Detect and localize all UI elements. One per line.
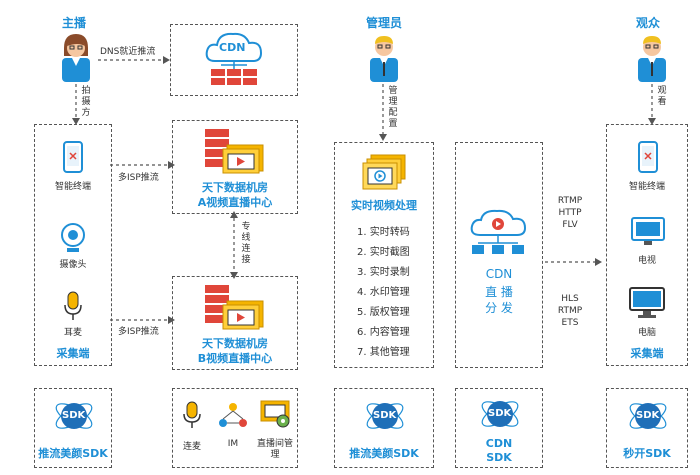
sdk-push-mid-box: SDK 推流美颜SDK xyxy=(334,388,434,468)
playback-box: 智能终端 电视 电脑 采集端 xyxy=(606,124,688,366)
capture-device-2-label: 摄像头 xyxy=(59,260,87,270)
camera-icon xyxy=(61,223,85,252)
capture-device-3-label: 耳麦 xyxy=(63,328,82,338)
cdn-distribution-line1: CDN xyxy=(485,267,513,281)
datacenter-b-line2: B视频直播中心 xyxy=(197,352,273,365)
cdn-distribution-line3: 分 发 xyxy=(485,301,513,315)
sdk-push-left-badge-icon xyxy=(55,403,93,429)
processing-item-7: 7. 其他管理 xyxy=(357,347,410,358)
room-management-icon xyxy=(260,400,290,428)
playback-device-1-label: 智能终端 xyxy=(628,182,665,192)
processing-item-1: 1. 实时转码 xyxy=(357,227,410,238)
cdn-top-label: CDN xyxy=(219,41,246,54)
sdk-cdn-badge-icon xyxy=(481,401,519,427)
cdn-distribution-box: CDN 直 播 分 发 xyxy=(455,142,543,368)
smart-terminal-icon xyxy=(63,141,83,173)
cdn-distribution-icon xyxy=(470,209,527,254)
capture-box: 智能终端 摄像头 耳麦 采集端 xyxy=(34,124,112,366)
processing-item-2: 2. 实时截图 xyxy=(357,247,410,258)
sdk-feature-2-label: IM xyxy=(227,439,239,449)
protocol-bottom-2: RTMP xyxy=(557,306,583,316)
video-processing-icon xyxy=(362,154,406,190)
role-admin-label: 管理员 xyxy=(366,16,403,30)
role-host-label: 主播 xyxy=(62,16,87,30)
datacenter-a-line1: 天下数据机房 xyxy=(202,181,268,194)
capture-device-1-label: 智能终端 xyxy=(54,182,91,192)
im-network-icon xyxy=(219,403,247,427)
cdn-top-box: CDN xyxy=(170,24,298,96)
edge-multi-isp-top-label: 多ISP推流 xyxy=(118,173,159,183)
edge-watch-label: 观看 xyxy=(657,86,667,107)
protocol-bottom-1: HLS xyxy=(561,294,579,304)
sdk-cdn-box: SDK CDN SDK xyxy=(455,388,543,468)
edge-shoot-label: 拍摄方 xyxy=(81,86,91,118)
sdk-push-left-label: 推流美颜SDK xyxy=(38,447,108,460)
microphone-icon xyxy=(64,291,82,320)
sdk-push-left-badge-text: SDK xyxy=(62,410,86,421)
edge-dns-push-label: DNS就近推流 xyxy=(100,47,156,57)
processing-title: 实时视频处理 xyxy=(351,199,417,212)
sdk-feature-1-label: 连麦 xyxy=(182,442,201,452)
datacenter-a-server-icon xyxy=(205,129,264,174)
datacenter-b-server-icon xyxy=(205,285,264,330)
playback-device-3-label: 电脑 xyxy=(637,328,656,338)
television-icon xyxy=(631,217,665,245)
playback-footer-label: 采集端 xyxy=(630,347,664,360)
sdk-player-badge-text: SDK xyxy=(636,410,660,421)
datacenter-a-line2: A视频直播中心 xyxy=(197,196,273,209)
sdk-features-box: 连麦 IM 直播间管理 xyxy=(172,388,298,468)
sdk-cdn-line2: SDK xyxy=(486,451,512,464)
protocol-top-1: RTMP xyxy=(557,196,583,206)
smart-terminal-right-icon xyxy=(638,141,658,173)
datacenter-a-box: 天下数据机房 A视频直播中心 xyxy=(172,120,298,214)
protocol-top-2: HTTP xyxy=(558,208,582,218)
cdn-cloud-server-icon xyxy=(205,32,263,85)
processing-item-6: 6. 内容管理 xyxy=(357,327,410,338)
edge-multi-isp-bottom-label: 多ISP推流 xyxy=(118,327,159,337)
admin-avatar-icon xyxy=(370,36,398,82)
protocol-bottom-3: ETS xyxy=(561,318,579,328)
cdn-distribution-line2: 直 播 xyxy=(485,285,513,299)
sdk-push-mid-label: 推流美颜SDK xyxy=(349,447,419,460)
processing-item-4: 4. 水印管理 xyxy=(357,287,410,298)
sdk-feature-3-label: 直播间管理 xyxy=(256,439,293,460)
processing-box: 实时视频处理 1. 实时转码 2. 实时截图 3. 实时录制 4. 水印管理 5… xyxy=(334,142,434,368)
processing-item-5: 5. 版权管理 xyxy=(357,307,410,318)
audience-avatar-icon xyxy=(638,36,666,82)
protocol-top-3: FLV xyxy=(562,220,578,230)
host-avatar-icon xyxy=(62,34,90,82)
role-audience-label: 观众 xyxy=(636,16,661,30)
sdk-player-label: 秒开SDK xyxy=(623,447,671,460)
sdk-push-mid-badge-icon xyxy=(366,403,404,429)
computer-icon xyxy=(629,287,665,318)
edge-manage-config-label: 管理配置 xyxy=(388,86,398,129)
sdk-push-mid-badge-text: SDK xyxy=(373,410,397,421)
sdk-player-box: SDK 秒开SDK xyxy=(606,388,688,468)
sdk-player-badge-icon xyxy=(629,403,667,429)
processing-item-3: 3. 实时录制 xyxy=(357,267,410,278)
capture-footer-label: 采集端 xyxy=(56,347,90,360)
edge-dedicated-line-label: 专线连接 xyxy=(241,222,251,265)
sdk-cdn-line1: CDN xyxy=(485,437,513,450)
sdk-cdn-badge-text: SDK xyxy=(488,408,512,419)
sdk-push-left-box: SDK 推流美颜SDK xyxy=(34,388,112,468)
co-host-mic-icon xyxy=(183,401,201,428)
datacenter-b-line1: 天下数据机房 xyxy=(202,337,268,350)
datacenter-b-box: 天下数据机房 B视频直播中心 xyxy=(172,276,298,370)
playback-device-2-label: 电视 xyxy=(637,256,656,266)
